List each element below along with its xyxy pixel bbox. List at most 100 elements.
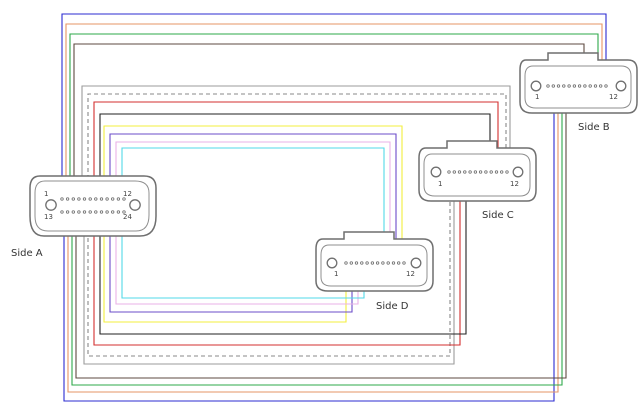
wire-orange-b-return (67, 86, 559, 393)
side-a-top-pin-1 (60, 197, 64, 201)
wire-red-c (93, 101, 499, 186)
side-b-pin-7 (577, 84, 582, 88)
side-a-bottom-pin-5 (82, 210, 87, 214)
side-b-pin-12 (604, 84, 608, 88)
side-a-top-pin-10 (111, 197, 115, 201)
side-d-pins (344, 261, 406, 265)
side-c-pins (447, 170, 509, 174)
wire-cyan-d (121, 147, 385, 263)
side-a-bottom-pin-11 (116, 210, 121, 214)
side-b-connector-inner (524, 65, 632, 109)
side-c-connector: 1 12 (418, 140, 537, 202)
side-c-pin-3 (457, 170, 462, 174)
side-b-pins (546, 84, 608, 88)
side-a-connector-inner (34, 180, 150, 232)
side-c-pin-8 (484, 170, 488, 174)
side-a-top-pin-3 (71, 197, 75, 201)
side-c-connector-inner (423, 153, 531, 197)
side-a-pin-label-12: 12 (123, 190, 132, 198)
side-b-pin-6 (572, 84, 577, 88)
side-a-bottom-pin-9 (105, 210, 109, 214)
wire-yellow-d-return (103, 224, 347, 323)
side-a-bottom-pin-1 (60, 210, 64, 214)
side-b-pin-5 (567, 84, 571, 88)
side-c-left-bolt-icon (430, 166, 442, 178)
side-b-connector: 1 12 (519, 52, 638, 114)
side-d-connector-inner (320, 244, 428, 287)
side-d-pin-10 (391, 261, 396, 265)
side-d-pin-4 (360, 261, 364, 265)
side-b-pin-label-1: 1 (535, 93, 539, 101)
side-c-pin-1 (447, 170, 451, 174)
side-c-label: Side C (482, 210, 514, 221)
side-d-pin-12 (402, 261, 406, 265)
side-d-connector: 1 12 (315, 231, 434, 292)
wire-black-c-return (99, 172, 467, 335)
side-d-pin-5 (365, 261, 369, 265)
wire-group (61, 13, 607, 402)
side-a-left-bolt-icon (45, 199, 57, 211)
side-d-connector-body (315, 231, 434, 292)
side-a-top-pin-6 (88, 197, 92, 201)
side-d-label: Side D (376, 301, 409, 312)
wire-dashed-c-return (87, 172, 451, 357)
side-d-pin-3 (354, 261, 359, 265)
side-c-pin-10 (494, 170, 499, 174)
side-d-pin-9 (386, 261, 390, 265)
side-a-label: Side A (11, 248, 43, 259)
side-c-pin-2 (452, 170, 456, 174)
side-b-pin-1 (546, 84, 550, 88)
side-c-connector-body (418, 140, 537, 202)
side-a-bottom-pin-12 (122, 210, 126, 214)
side-d-pin-label-12: 12 (406, 270, 415, 278)
side-a-bottom-pin-8 (99, 210, 104, 214)
side-b-right-bolt-icon (615, 80, 627, 92)
side-c-pin-12 (505, 170, 509, 174)
side-c-pin-11 (500, 170, 504, 174)
wire-brown-b-return (75, 86, 567, 379)
side-b-pin-label-12: 12 (609, 93, 618, 101)
side-a-pins (60, 197, 126, 214)
side-d-left-bolt-icon (326, 257, 338, 269)
side-a-connector-body (29, 175, 157, 237)
side-b-pin-11 (599, 84, 603, 88)
side-a-bottom-pin-3 (71, 210, 75, 214)
wire-green-b-return (71, 86, 563, 386)
side-c-pin-4 (463, 170, 467, 174)
side-a-right-bolt-icon (129, 199, 141, 211)
side-c-pin-9 (489, 170, 493, 174)
side-a-top-pin-2 (65, 197, 70, 201)
side-a-top-pin-4 (77, 197, 81, 201)
side-b-pin-2 (551, 84, 555, 88)
wire-dashed-c (87, 93, 507, 186)
side-a-top-pin-12 (122, 197, 126, 201)
side-d-pin-6 (370, 261, 375, 265)
wire-yellow-d (103, 125, 403, 263)
side-a-top-pin-8 (99, 197, 104, 201)
side-d-pin-11 (397, 261, 401, 265)
side-c-right-bolt-icon (512, 166, 524, 178)
wire-blue-b-return (63, 86, 555, 402)
side-b-pin-9 (588, 84, 592, 88)
side-d-pin-8 (381, 261, 385, 265)
side-d-pin-7 (375, 261, 380, 265)
side-a-bottom-pin-7 (94, 210, 98, 214)
side-c-pin-6 (473, 170, 478, 174)
side-a-pin-label-1: 1 (44, 190, 48, 198)
side-a-bottom-pin-2 (65, 210, 70, 214)
side-a-top-pin-9 (105, 197, 109, 201)
side-a-bottom-pin-4 (77, 210, 81, 214)
wire-gray-c (81, 85, 511, 186)
side-b-pin-4 (562, 84, 566, 88)
side-d-right-bolt-icon (410, 257, 422, 269)
side-a-top-pin-11 (116, 197, 121, 201)
wire-pink-d (115, 141, 391, 263)
wire-red-c-return (93, 172, 461, 346)
side-a-top-pin-7 (94, 197, 98, 201)
side-a-bottom-pin-10 (111, 210, 115, 214)
side-d-pin-label-1: 1 (334, 270, 338, 278)
side-c-pin-7 (478, 170, 483, 174)
side-a-connector: 1 12 13 24 (29, 175, 157, 237)
side-b-connector-body (519, 52, 638, 114)
